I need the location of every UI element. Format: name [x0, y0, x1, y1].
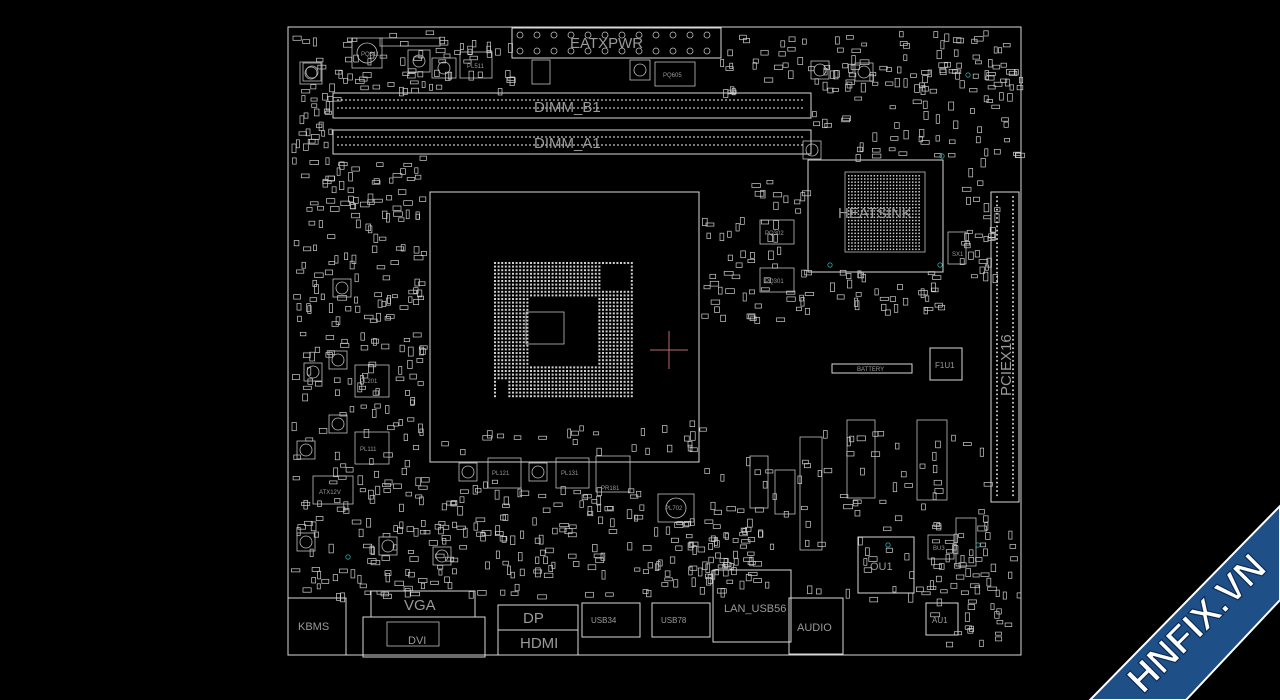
- hdmi-connector[interactable]: HDMI: [497, 629, 579, 656]
- cpu-socket[interactable]: [429, 191, 700, 463]
- pq605-label: PQ605: [663, 73, 682, 79]
- pl131-label: PL131: [561, 471, 579, 477]
- kbms-connector[interactable]: KBMS: [287, 597, 347, 656]
- au1-chip[interactable]: AU1: [925, 602, 959, 636]
- heatsink-label: HEATSINK: [838, 205, 912, 222]
- pq301-mosfet[interactable]: PQ301: [759, 267, 795, 293]
- audio-label: AUDIO: [797, 622, 832, 634]
- au1-label: AU1: [932, 616, 948, 625]
- dimm-b1-label: DIMM_B1: [534, 99, 601, 116]
- pl201-inductor[interactable]: PL201: [354, 364, 390, 398]
- pq302-label: PQ302: [765, 231, 784, 237]
- usb34-label: USB34: [591, 616, 617, 625]
- board-outline: [287, 26, 1022, 656]
- pl511-inductor[interactable]: [459, 51, 493, 79]
- bu3-label: BU3: [933, 546, 945, 552]
- bu3-chip[interactable]: BU3: [927, 534, 955, 560]
- battery-holder[interactable]: BATTERY: [831, 363, 913, 374]
- chipset-heatsink[interactable]: HEATSINK SX1: [807, 159, 967, 273]
- pq605-mosfet[interactable]: [654, 61, 696, 87]
- sx1-label: SX1: [952, 252, 964, 258]
- pr181-label: PR181: [601, 486, 620, 492]
- audio-connector[interactable]: AUDIO: [788, 597, 844, 655]
- pl511-label: PL511: [467, 64, 485, 70]
- ou1-label: OU1: [870, 561, 893, 573]
- pl121-inductor[interactable]: PL121: [487, 457, 522, 489]
- lan-usb56-label: LAN_USB56: [724, 603, 786, 615]
- pl111-inductor[interactable]: PL111: [354, 431, 390, 465]
- ou1-chip[interactable]: OU1: [857, 536, 915, 594]
- smd-components: [291, 30, 1025, 648]
- dimm-b1-slot[interactable]: DIMM_B1: [332, 92, 812, 119]
- atx12v-connector[interactable]: ATX12V: [312, 475, 354, 505]
- dp-connector[interactable]: DP: [497, 604, 579, 631]
- pciex16-label: PCIEX16: [998, 334, 1015, 396]
- dimm-a1-slot[interactable]: DIMM_A1: [332, 129, 812, 155]
- hnfix-watermark: HNFIX.VN: [1088, 504, 1280, 700]
- vga-label: VGA: [404, 597, 436, 614]
- atx12v-label: ATX12V: [319, 490, 341, 496]
- pl702-inductor[interactable]: PL702: [657, 493, 695, 523]
- battery-label: BATTERY: [857, 367, 884, 373]
- f1u1-label: F1U1: [935, 361, 955, 370]
- eatxpwr-connector[interactable]: EATXPWR: [511, 27, 722, 59]
- pl201-label: PL201: [360, 379, 378, 385]
- kbms-label: KBMS: [298, 621, 329, 633]
- pl111-label: PL111: [360, 447, 377, 453]
- pq302-mosfet[interactable]: PQ302: [759, 219, 795, 245]
- usb78-connector[interactable]: USB78: [651, 602, 711, 638]
- usb78-label: USB78: [661, 616, 687, 625]
- usb34-connector[interactable]: USB34: [581, 602, 641, 638]
- watermark-ribbon: [1088, 504, 1280, 700]
- pl121-label: PL121: [492, 471, 510, 477]
- dvi-connector[interactable]: DVI: [362, 616, 486, 658]
- pciex16-slot[interactable]: PCIEX16: [990, 191, 1020, 503]
- pl131-inductor[interactable]: PL131: [555, 457, 590, 489]
- pl702-label: PL702: [665, 506, 683, 512]
- lan-usb56-connector[interactable]: LAN_USB56: [712, 569, 792, 643]
- f1u1-chip[interactable]: F1U1: [929, 347, 963, 381]
- vga-connector[interactable]: VGA: [370, 590, 476, 618]
- right-headers: [749, 419, 977, 567]
- pq301-label: PQ301: [765, 279, 784, 285]
- dp-label: DP: [523, 610, 544, 627]
- dvi-label: DVI: [408, 635, 426, 647]
- eatxpwr-label: EATXPWR: [570, 35, 643, 52]
- pr181-component[interactable]: PR181: [595, 455, 631, 493]
- hdmi-label: HDMI: [520, 635, 558, 652]
- sx1-crystal[interactable]: [947, 231, 967, 265]
- dimm-a1-label: DIMM_A1: [534, 135, 601, 152]
